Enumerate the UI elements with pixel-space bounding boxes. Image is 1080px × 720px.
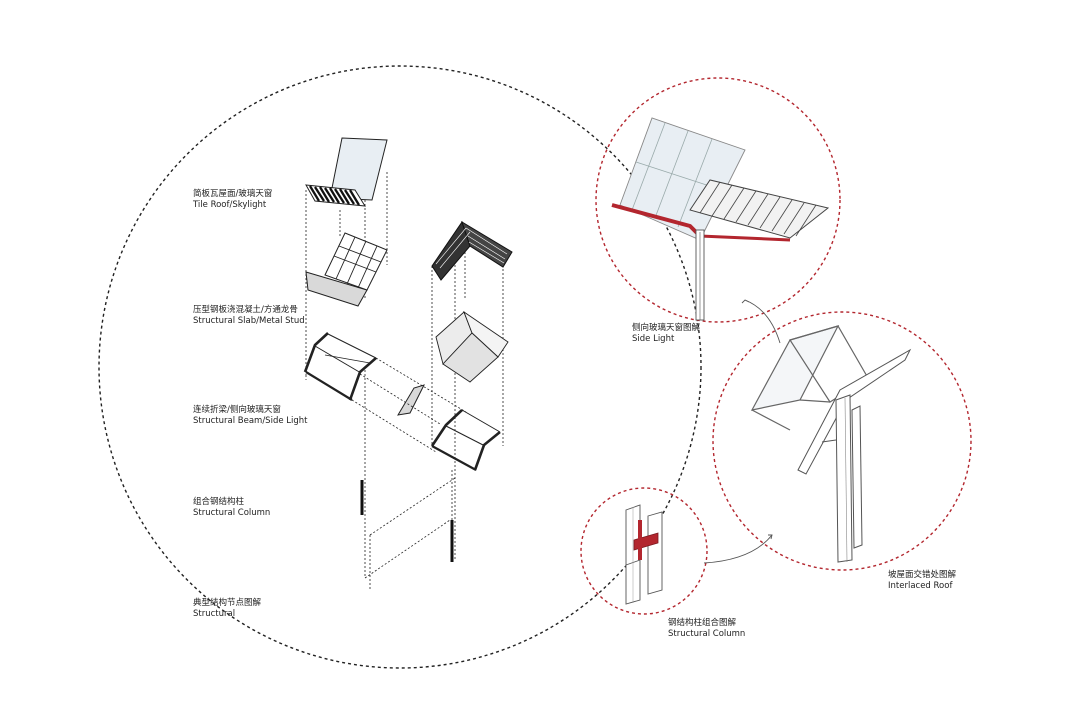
structural-column-detail-drawing [625,504,663,605]
structural-column-detail-circle [580,487,708,615]
structural-beam-left [303,332,377,401]
label-zh: 压型钢板浇混凝土/方通龙骨 [193,305,298,315]
label-zh: 连续折梁/侧向玻璃天窗 [193,405,281,415]
label-zh: 钢结构柱组合图解 [668,618,737,628]
side-light-detail-circle [595,77,841,323]
label-zh: 侧向玻璃天窗图解 [632,323,701,333]
label-en: Structural [193,609,236,619]
tile-roof-right [431,220,513,281]
label-zh: 坡屋面交错处图解 [888,570,957,580]
label-en: Side Light [632,334,675,344]
label-structural-column: 组合钢结构柱 Structural Column [193,497,270,519]
side-light-glass-middle [397,384,425,416]
label-tile-roof-skylight: 简板瓦屋面/玻璃天窗 Tile Roof/Skylight [193,189,272,211]
structural-slab-right [435,310,509,383]
left-stack-projection-lines [305,172,456,590]
label-en: Tile Roof/Skylight [193,200,267,210]
structural-slab-left [305,232,388,307]
label-en: Structural Column [668,629,746,639]
label-zh: 组合钢结构柱 [193,497,245,507]
label-structural-node: 典型结构节点图解 Structural [193,598,261,620]
label-en: Interlaced Roof [888,581,953,591]
tile-roof-skylight-left [305,137,388,207]
right-stack-projection-lines [431,240,504,560]
label-structural-column-detail: 钢结构柱组合图解 Structural Column [668,618,745,640]
label-structural-beam: 连续折梁/侧向玻璃天窗 Structural Beam/Side Light [193,405,307,427]
label-structural-slab: 压型钢板浇混凝土/方通龙骨 Structural Slab/Metal Stud [193,305,305,327]
arrow-side-light-to-roof [741,299,781,344]
middle-projection-lines [351,357,467,453]
label-en: Structural Column [193,508,271,518]
label-en: Structural Slab/Metal Stud [193,316,305,326]
label-zh: 典型结构节点图解 [193,598,262,608]
label-side-light: 侧向玻璃天窗图解 Side Light [632,323,700,345]
structural-beam-right [430,409,501,471]
interlaced-roof-detail-circle [712,311,972,571]
interlaced-roof-detail-drawing [750,325,912,563]
main-detail-circle [98,65,702,669]
side-light-detail-drawing [611,117,830,321]
label-zh: 简板瓦屋面/玻璃天窗 [193,189,273,199]
arrow-column-to-roof [703,534,773,564]
label-interlaced-roof: 坡屋面交错处图解 Interlaced Roof [888,570,956,592]
label-en: Structural Beam/Side Light [193,416,308,426]
